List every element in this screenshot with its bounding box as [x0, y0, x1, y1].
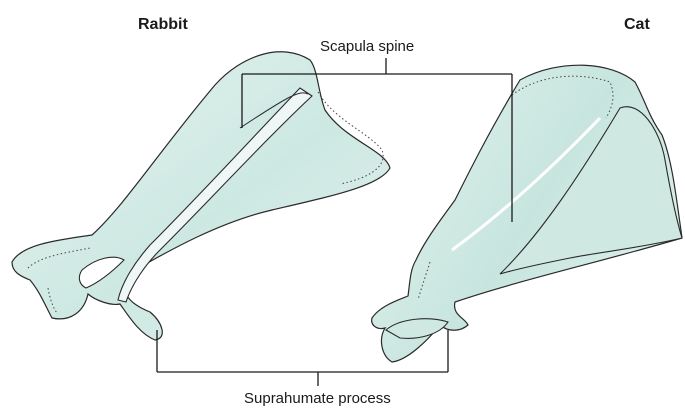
rabbit-scapula — [12, 52, 390, 340]
scapula-spine-label: Scapula spine — [320, 38, 414, 55]
rabbit-label: Rabbit — [138, 16, 188, 34]
suprahumate-process-label: Suprahumate process — [244, 390, 391, 407]
cat-scapula — [372, 65, 682, 362]
cat-label: Cat — [624, 16, 650, 34]
